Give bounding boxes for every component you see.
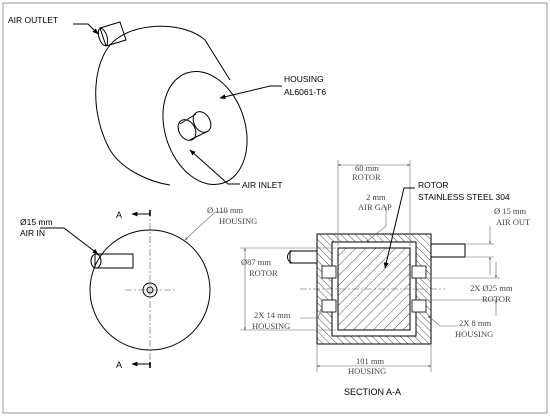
rotor-diameter-label: Ø87 mm — [241, 257, 271, 267]
front-view: A A Ø15 mm AIR IN Ø 110 mm HOUSING — [20, 205, 257, 370]
iso-outlet-pipe — [99, 21, 127, 47]
housing-14-label: 2X 14 mm — [254, 310, 291, 320]
inlet-diameter-leader — [40, 227, 99, 255]
air-inlet-leader — [189, 149, 240, 185]
rotor-length-label: 60 mm — [355, 163, 379, 173]
housing-material-label: AL6061-T6 — [284, 87, 326, 97]
iso-inlet-edge-bottom — [189, 130, 209, 141]
section-inlet-pipe-end — [287, 250, 293, 264]
inlet-pipe — [94, 253, 134, 269]
shaft-seat-left-bottom — [321, 299, 337, 313]
housing-14-leader — [300, 307, 323, 319]
overall-length-sub-label: HOUSING — [348, 366, 386, 376]
housing-8-label: 2X 8 mm — [459, 318, 492, 328]
section-mark-top: A — [116, 210, 122, 220]
air-out-label: AIR OUT — [496, 217, 531, 227]
overall-length-label: 101 mm — [356, 356, 384, 366]
shaft-seat-left-top — [321, 265, 337, 279]
shaft-diameter-label: 2X Ø25 mm — [470, 283, 513, 293]
air-gap-leader — [365, 206, 387, 243]
iso-body-top — [204, 39, 231, 81]
air-in-label: AIR IN — [20, 228, 45, 238]
rotor-material-label: STAINLESS STEEL 304 — [418, 192, 510, 202]
iso-inlet-edge-top — [179, 113, 197, 125]
inlet-diameter-label: Ø15 mm — [20, 217, 53, 227]
rotor-length-sub-label: ROTOR — [352, 172, 381, 182]
iso-body-left — [95, 37, 171, 186]
air-inlet-label: AIR INLET — [242, 180, 283, 190]
housing-label: HOUSING — [284, 74, 324, 84]
housing-leader — [219, 85, 282, 100]
air-outlet-label: AIR OUTLET — [8, 15, 58, 25]
isometric-view: AIR OUTLET HOUSING AL6061-T6 AIR INLET — [8, 15, 326, 190]
rotor-diameter-sub-label: ROTOR — [249, 268, 278, 278]
housing-14-sub-label: HOUSING — [252, 321, 290, 331]
outlet-diameter-label: Ø 15 mm — [494, 206, 527, 216]
section-mark-bottom: A — [116, 360, 122, 370]
housing-diameter-sub-label: HOUSING — [219, 216, 257, 226]
iso-inlet-pipe-end — [192, 111, 212, 133]
housing-8-leader — [427, 315, 458, 327]
iso-inlet-opening — [177, 119, 197, 141]
housing-diameter-leader — [184, 211, 228, 241]
inlet-pipe-opening — [90, 253, 102, 269]
air-outlet-leader — [73, 23, 99, 35]
rotor-label: ROTOR — [418, 180, 449, 190]
section-inlet-pipe — [289, 250, 318, 264]
housing-diameter-label: Ø 110 mm — [207, 205, 243, 215]
shaft-diameter-sub-label: ROTOR — [482, 294, 511, 304]
housing-8-sub-label: HOUSING — [455, 329, 493, 339]
shaft-seat-right-top — [411, 265, 427, 279]
iso-back-edge — [117, 25, 206, 41]
section-view: 60 mm ROTOR 2 mm AIR GAP ROTOR STAINLESS… — [240, 160, 531, 397]
section-outlet-pipe — [430, 243, 466, 258]
air-gap-label: 2 mm — [366, 192, 386, 202]
rotor-material-leader — [383, 187, 415, 269]
air-gap-sub-label: AIR GAP — [358, 202, 392, 212]
section-title: SECTION A-A — [344, 387, 401, 397]
iso-outlet-opening — [97, 27, 109, 47]
iso-front-face — [162, 70, 248, 186]
shaft-seat-right-bottom — [411, 299, 427, 313]
